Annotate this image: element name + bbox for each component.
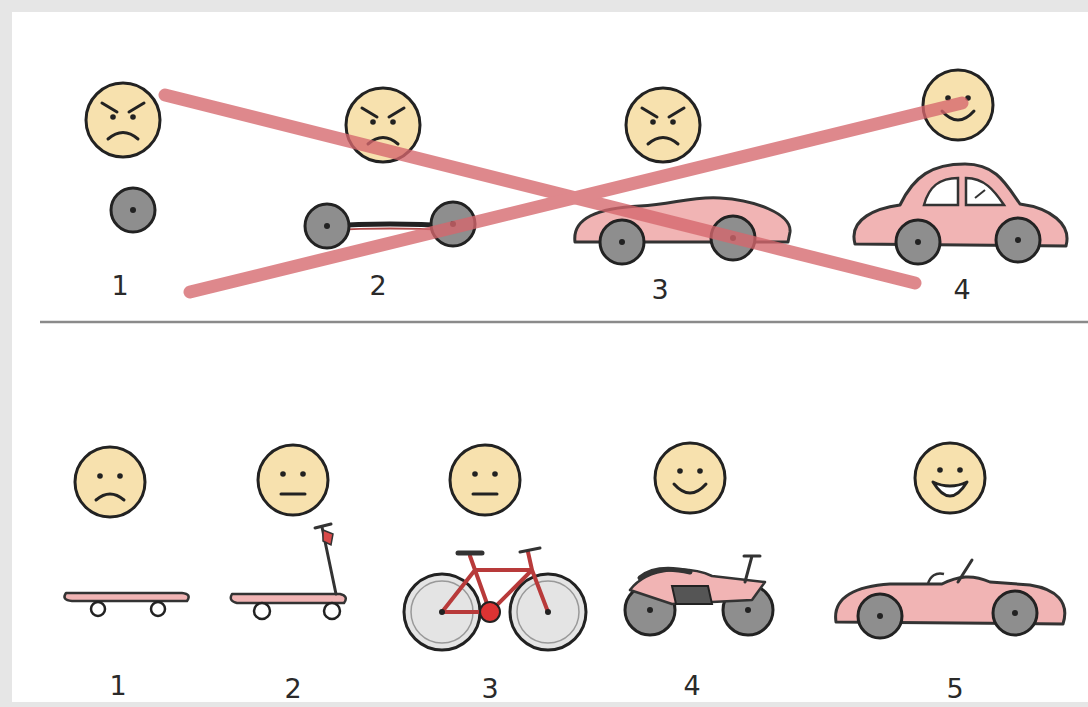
scooter-part (323, 530, 333, 545)
bicycle-part (480, 602, 500, 622)
step-number: 5 (946, 675, 963, 702)
car-part (975, 190, 985, 198)
wheel (111, 188, 155, 232)
bicycle-part (517, 581, 579, 643)
car-part (996, 218, 1040, 262)
motorcycle (625, 556, 773, 635)
neutral-face-part (450, 445, 520, 515)
red-cross-part (165, 95, 915, 283)
scooter-part (322, 527, 336, 594)
bicycle-part (545, 609, 551, 615)
skateboard-part (91, 602, 105, 616)
bicycle-part (458, 551, 482, 556)
divider (40, 321, 1088, 324)
motorcycle-part (744, 556, 760, 582)
angry-face-part (626, 88, 700, 162)
scooter-part (324, 603, 340, 619)
angry-face-part (86, 83, 160, 157)
bicycle-part (510, 574, 586, 650)
car (854, 164, 1067, 264)
step-number: 2 (284, 675, 301, 702)
step-number: 1 (109, 672, 126, 699)
convertible-car-part (993, 591, 1037, 635)
red-cross-part (190, 103, 962, 292)
axle-wheels-part (305, 204, 349, 248)
step-number: 1 (111, 272, 128, 299)
sad-face (75, 447, 145, 517)
step-number: 3 (651, 276, 668, 303)
wheel-part (111, 188, 155, 232)
convertible-car-part (858, 594, 902, 638)
convertible-car-part (928, 573, 944, 584)
motorcycle-part (630, 570, 765, 604)
neutral-face (258, 445, 520, 515)
step-number: 4 (953, 276, 970, 303)
motorcycle-part (647, 607, 653, 613)
step-number: 3 (481, 675, 498, 702)
step-number: 2 (369, 272, 386, 299)
panel (12, 12, 1088, 702)
motorcycle-part (640, 570, 690, 578)
convertible-car (836, 560, 1065, 638)
car-body-part (600, 220, 644, 264)
bicycle-part (520, 548, 540, 552)
step-number: 4 (683, 672, 700, 699)
smiling-face-part (655, 443, 725, 513)
convertible-car-part (958, 560, 972, 582)
bicycle (404, 548, 586, 650)
neutral-face-part (258, 445, 328, 515)
red-cross (165, 95, 962, 292)
car-part (966, 178, 1004, 205)
car-part (924, 178, 958, 205)
skateboard-part (64, 593, 188, 601)
grinning-face-part (915, 443, 985, 513)
grinning-face (915, 443, 985, 513)
sad-face-part (75, 447, 145, 517)
scooter-part (231, 594, 346, 603)
scooter-part (254, 603, 270, 619)
motorcycle-part (745, 607, 751, 613)
smiling-face (655, 443, 725, 513)
skateboard (64, 593, 188, 616)
scooter (231, 524, 346, 619)
bicycle-part (439, 609, 445, 615)
skateboard-part (151, 602, 165, 616)
scooter-part (315, 524, 331, 528)
motorcycle-part (672, 586, 712, 604)
car-part (896, 220, 940, 264)
